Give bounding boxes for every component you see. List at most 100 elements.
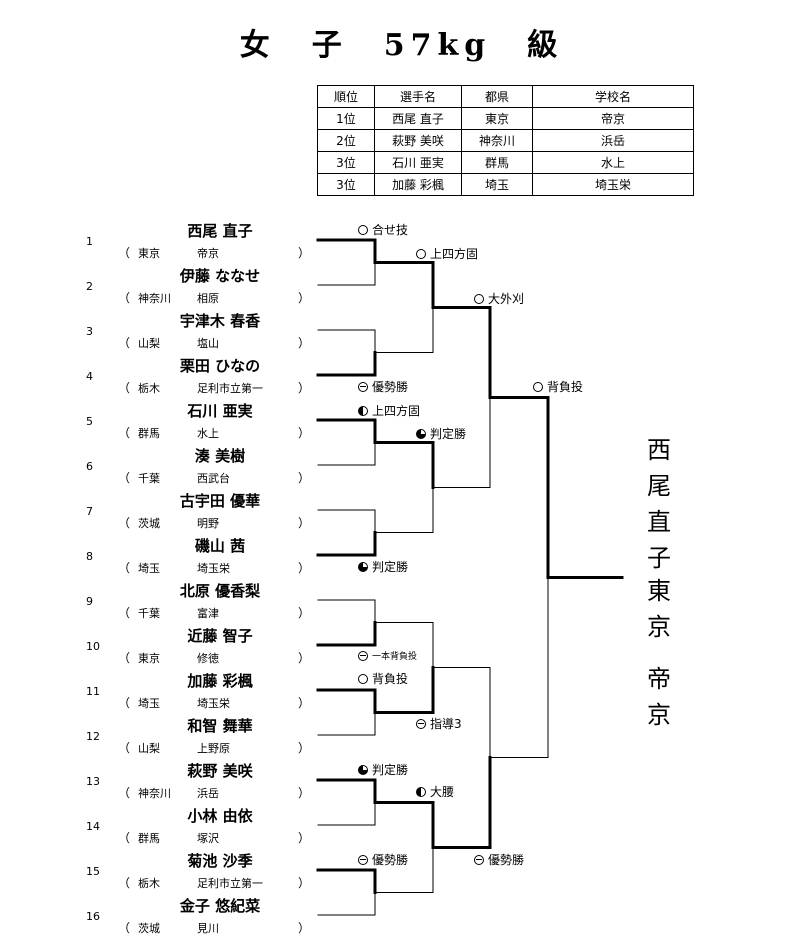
match-result: 大腰	[416, 783, 454, 800]
ippon-mark-icon	[533, 381, 543, 392]
superior-mark-icon	[358, 854, 368, 865]
paren-open: （	[118, 381, 131, 395]
pref-cell: 東京	[461, 107, 533, 130]
player-number: 1	[86, 235, 93, 248]
paren-open: （	[118, 786, 131, 800]
match-result: 指導3	[416, 715, 462, 732]
player-number: 14	[86, 820, 100, 833]
results-header-row: 順位 選手名 都県 学校名	[317, 85, 694, 108]
player-number: 12	[86, 730, 100, 743]
result-text: 上四方固	[430, 247, 479, 261]
paren-close: ）	[298, 561, 311, 575]
player-school: 塚沢	[197, 832, 219, 845]
school-cell: 浜岳	[532, 129, 694, 152]
player-name: 栗田 ひなの	[179, 357, 261, 375]
result-text: 大外刈	[488, 292, 525, 306]
half-mark-icon	[416, 786, 426, 797]
player-school: 明野	[197, 517, 219, 530]
match-result: 合せ技	[358, 221, 408, 238]
superior-mark-icon	[474, 854, 484, 865]
player-prefecture: 山梨	[138, 337, 160, 350]
result-text: 背負投	[372, 672, 409, 686]
player-prefecture: 埼玉	[138, 562, 160, 575]
player-number: 2	[86, 280, 93, 293]
match-result: 判定勝	[358, 558, 408, 575]
page-title: 女 子 57kg 級	[239, 28, 564, 63]
player-name: 湊 美樹	[194, 447, 246, 465]
player-prefecture: 群馬	[138, 427, 160, 440]
player-school: 埼玉栄	[197, 697, 230, 710]
player-school: 足利市立第一	[197, 382, 263, 395]
match-result: 上四方固	[358, 402, 420, 419]
paren-open: （	[118, 831, 131, 845]
paren-close: ）	[298, 831, 311, 845]
match-result: 優勢勝	[358, 378, 408, 395]
player-name: 近藤 智子	[187, 627, 253, 645]
paren-close: ）	[298, 291, 311, 305]
paren-open: （	[118, 921, 131, 935]
player-name: 古宇田 優華	[179, 492, 261, 510]
player-name: 宇津木 春香	[179, 312, 261, 330]
player-number: 7	[86, 505, 93, 518]
player-name: 加藤 彩楓	[187, 672, 253, 690]
rank-cell: 3位	[317, 173, 375, 196]
paren-close: ）	[298, 786, 311, 800]
player-prefecture: 栃木	[138, 877, 160, 890]
name-cell: 加藤 彩楓	[374, 173, 462, 196]
paren-open: （	[118, 426, 131, 440]
player-number: 9	[86, 595, 93, 608]
player-name: 金子 悠紀菜	[179, 897, 261, 915]
rank-cell: 1位	[317, 107, 375, 130]
player-school: 足利市立第一	[197, 877, 263, 890]
paren-close: ）	[298, 741, 311, 755]
match-result: 一本背負投	[358, 649, 417, 662]
player-number: 11	[86, 685, 100, 698]
result-text: 判定勝	[430, 427, 467, 441]
player-school: 富津	[197, 607, 219, 620]
player-school: 上野原	[197, 742, 230, 755]
match-result: 背負投	[533, 378, 583, 395]
paren-close: ）	[298, 876, 311, 890]
player-number: 10	[86, 640, 100, 653]
player-number: 4	[86, 370, 93, 383]
player-prefecture: 栃木	[138, 382, 160, 395]
superior-mark-icon	[416, 718, 426, 729]
player-name: 小林 由依	[187, 807, 253, 825]
decision-mark-icon	[416, 428, 426, 439]
player-prefecture: 東京	[138, 652, 160, 665]
result-text: 一本背負投	[372, 652, 418, 662]
player-number: 13	[86, 775, 100, 788]
result-text: 大腰	[430, 785, 455, 799]
match-result: 判定勝	[358, 761, 408, 778]
player-name: 伊藤 ななせ	[179, 267, 261, 285]
decision-mark-icon	[358, 561, 368, 572]
player-number: 15	[86, 865, 100, 878]
champion-name: 西尾直子	[647, 436, 671, 572]
result-text: 指導3	[430, 717, 462, 731]
player-name: 西尾 直子	[187, 222, 253, 240]
player-prefecture: 茨城	[138, 922, 160, 935]
superior-mark-icon	[358, 381, 368, 392]
paren-open: （	[118, 516, 131, 530]
player-prefecture: 群馬	[138, 832, 160, 845]
player-school: 西武台	[197, 472, 230, 485]
player-number: 16	[86, 910, 100, 923]
ippon-mark-icon	[358, 673, 368, 684]
player-prefecture: 神奈川	[138, 787, 171, 800]
paren-open: （	[118, 741, 131, 755]
results-row: 1位 西尾 直子 東京 帝京	[317, 107, 694, 130]
results-row: 3位 加藤 彩楓 埼玉 埼玉栄	[317, 173, 694, 196]
player-number: 3	[86, 325, 93, 338]
paren-close: ）	[298, 471, 311, 485]
player-school: 相原	[197, 292, 219, 305]
result-text: 優勢勝	[372, 380, 409, 394]
school-cell: 埼玉栄	[532, 173, 694, 196]
player-school: 修徳	[197, 652, 219, 665]
player-school: 水上	[197, 427, 219, 440]
player-school: 浜岳	[197, 787, 219, 800]
paren-open: （	[118, 561, 131, 575]
result-text: 優勢勝	[488, 853, 525, 867]
decision-mark-icon	[358, 764, 368, 775]
match-result: 優勢勝	[474, 851, 524, 868]
